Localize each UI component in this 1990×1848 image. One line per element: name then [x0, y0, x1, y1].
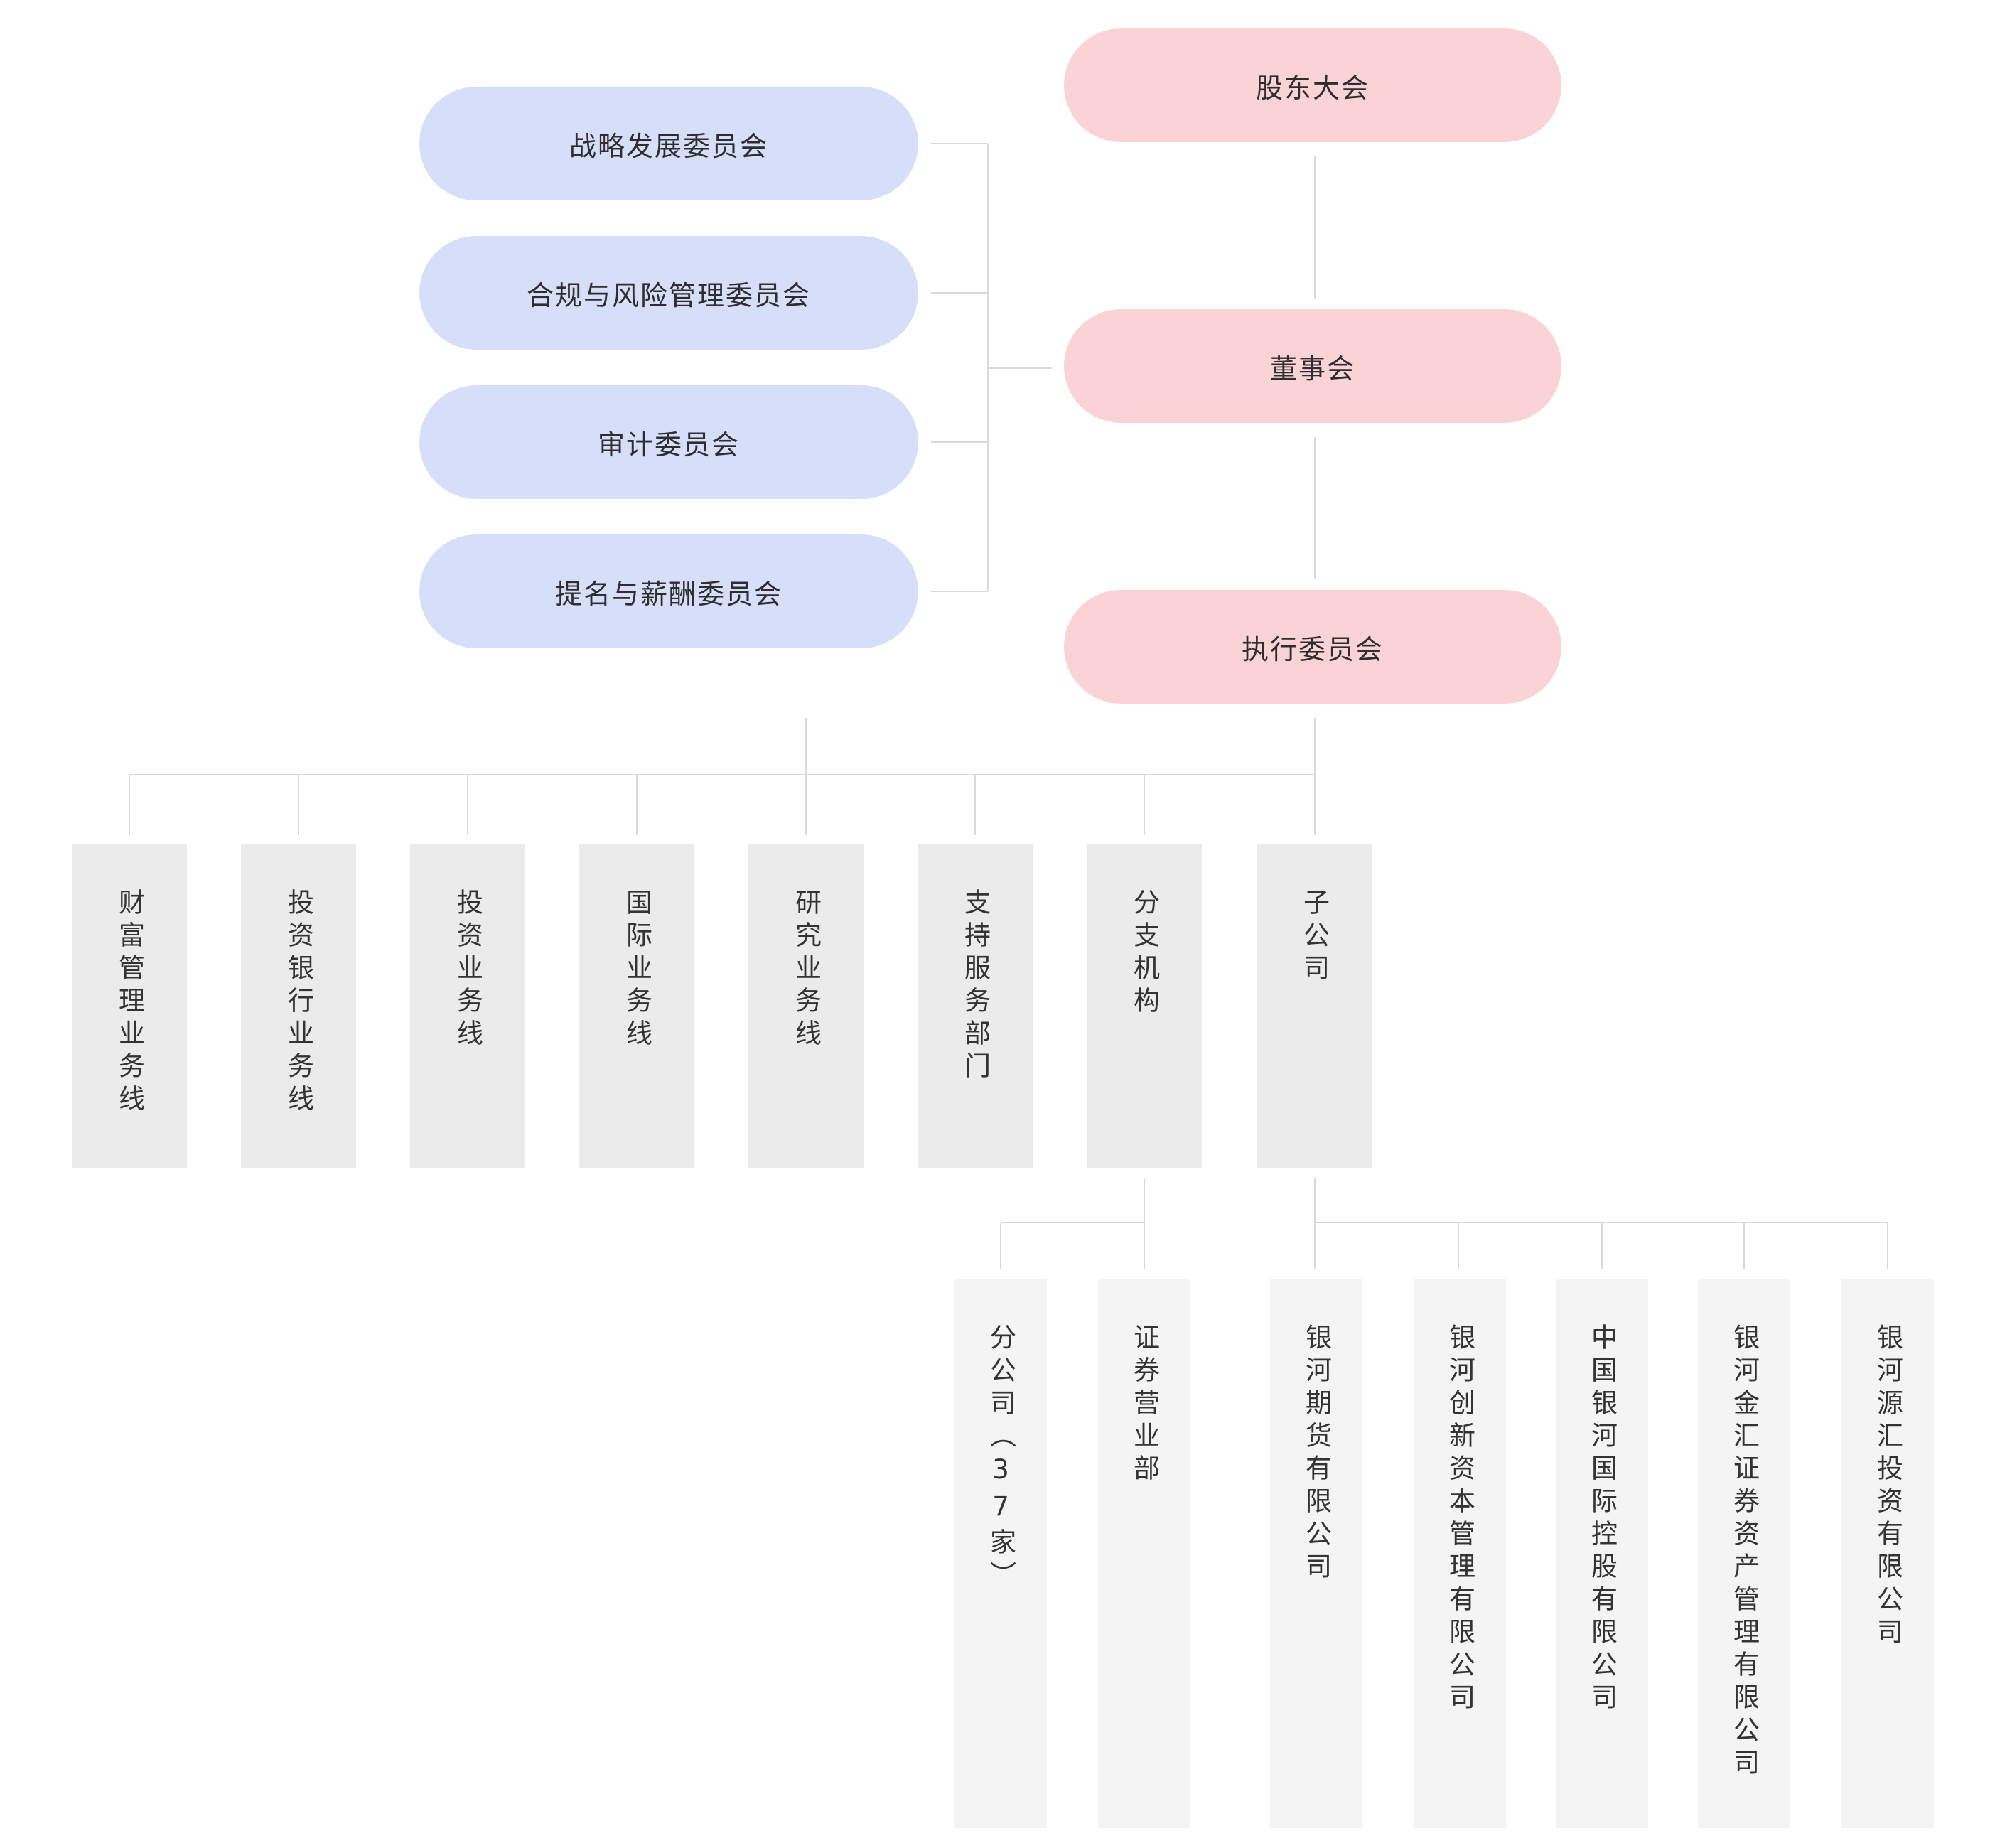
shareholders-meeting-node: 股东大会: [1064, 28, 1561, 142]
department-label: 财富管理业务线: [114, 888, 145, 1117]
department-box: 投资业务线: [410, 844, 525, 1168]
committee-label: 战略发展委员会: [569, 130, 768, 162]
subsidiary-box: 银河源汇投资有限公司: [1841, 1279, 1934, 1828]
committee-label: 审计委员会: [597, 429, 740, 461]
committee-label: 合规与风险管理委员会: [526, 279, 811, 311]
subsidiary-box: 银河金汇证券资产管理有限公司: [1698, 1279, 1790, 1828]
department-label: 研究业务线: [790, 888, 822, 1052]
subsidiary-box: 银河期货有限公司: [1270, 1279, 1362, 1828]
department-label: 分支机构: [1129, 888, 1160, 1019]
board-of-directors-label: 董事会: [1269, 353, 1355, 385]
department-label: 国际业务线: [621, 888, 652, 1052]
department-box: 研究业务线: [748, 844, 864, 1168]
committee-node: 审计委员会: [419, 385, 918, 499]
department-box: 国际业务线: [579, 844, 694, 1168]
department-label: 支持服务部门: [959, 888, 991, 1085]
committee-node: 战略发展委员会: [419, 87, 918, 200]
branch-label: 证券营业部: [1129, 1323, 1160, 1487]
department-label: 子公司: [1298, 888, 1330, 987]
subsidiary-label: 银河金汇证券资产管理有限公司: [1728, 1323, 1760, 1781]
department-box: 财富管理业务线: [72, 844, 187, 1168]
department-box: 投资银行业务线: [241, 844, 356, 1168]
department-box: 支持服务部门: [918, 844, 1033, 1168]
committee-label: 提名与薪酬委员会: [554, 578, 782, 610]
subsidiary-label: 中国银河国际控股有限公司: [1586, 1323, 1618, 1716]
subsidiary-box: 银河创新资本管理有限公司: [1414, 1279, 1506, 1828]
shareholders-meeting-label: 股东大会: [1255, 72, 1370, 104]
committee-node: 提名与薪酬委员会: [419, 534, 918, 648]
subsidiary-label: 银河期货有限公司: [1301, 1323, 1332, 1585]
department-label: 投资银行业务线: [283, 888, 314, 1117]
executive-committee-node: 执行委员会: [1064, 590, 1561, 704]
subsidiary-label: 银河源汇投资有限公司: [1872, 1323, 1903, 1650]
department-label: 投资业务线: [452, 888, 483, 1052]
branch-box: 证券营业部: [1098, 1279, 1190, 1828]
department-box: 子公司: [1257, 844, 1372, 1168]
department-box: 分支机构: [1087, 844, 1202, 1168]
executive-committee-label: 执行委员会: [1241, 633, 1384, 665]
subsidiary-box: 中国银河国际控股有限公司: [1556, 1279, 1648, 1828]
branch-box: 分公司（37家）: [954, 1279, 1047, 1828]
branch-label: 分公司（37家）: [985, 1323, 1016, 1594]
subsidiary-label: 银河创新资本管理有限公司: [1444, 1323, 1475, 1716]
board-of-directors-node: 董事会: [1064, 309, 1561, 423]
committee-node: 合规与风险管理委员会: [419, 236, 918, 350]
